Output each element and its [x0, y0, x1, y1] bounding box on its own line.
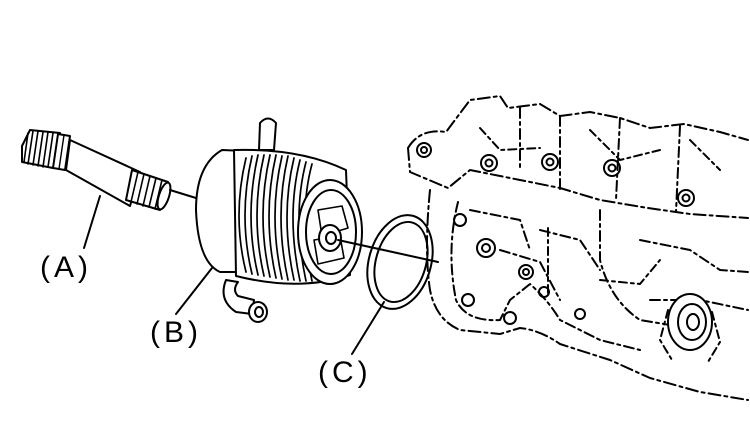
oil-cooler [195, 117, 363, 323]
connector-bolt [21, 129, 197, 211]
callout-label-b: (B) [150, 316, 202, 349]
leader-lines [83, 195, 385, 355]
o-ring [337, 214, 439, 310]
callout-label-c: (C) [318, 356, 372, 389]
callout-label-a: (A) [40, 251, 92, 284]
engine-block [407, 95, 749, 401]
